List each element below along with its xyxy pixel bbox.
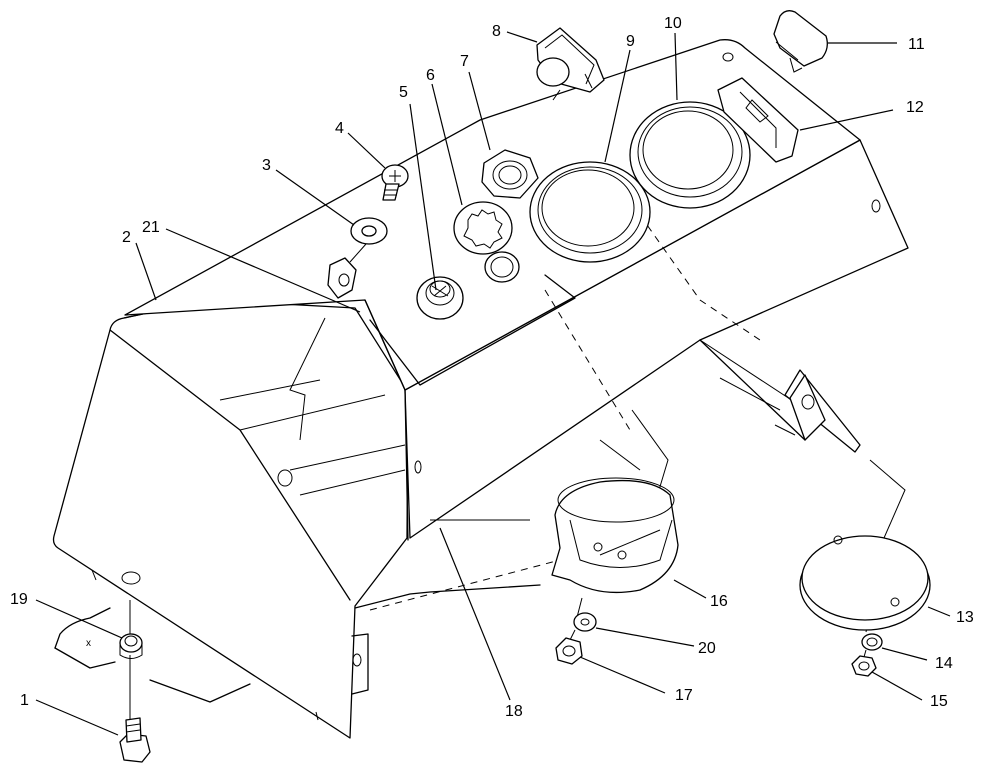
mounting-bracket (699, 339, 861, 453)
callout-3: 3 (262, 157, 271, 174)
screw-part-4 (381, 164, 409, 201)
leader-lines (35, 31, 951, 736)
callout-4: 4 (335, 120, 344, 137)
base-plate: x (54, 559, 561, 703)
spacer-part-19 (119, 633, 143, 659)
o-ring (484, 251, 520, 283)
gauge-part-9 (529, 161, 651, 263)
callout-19: 19 (10, 591, 28, 608)
callout-14: 14 (935, 655, 953, 672)
callout-1: 1 (20, 692, 29, 709)
callout-17: 17 (675, 687, 693, 704)
key-switch-part-8 (536, 27, 605, 101)
spring-part-5 (416, 276, 464, 320)
callout-16: 16 (710, 593, 728, 610)
callout-13: 13 (956, 609, 974, 626)
lamp-socket-part-16 (551, 477, 679, 594)
nut-part-17 (555, 637, 583, 665)
callout-10: 10 (664, 15, 682, 32)
panel-tab (327, 257, 357, 299)
callout-15: 15 (930, 693, 948, 710)
callout-11: 11 (908, 36, 925, 53)
fuse-holder-part-12 (717, 77, 799, 163)
side-housing-panel (52, 279, 409, 739)
nut-part-15 (851, 655, 877, 677)
hex-nut-part-7 (481, 149, 539, 199)
washer-part-3 (349, 217, 388, 263)
gauge-part-10 (629, 101, 751, 209)
callout-18: 18 (505, 703, 523, 720)
callout-21: 21 (142, 219, 160, 236)
callout-9: 9 (626, 33, 635, 50)
lockwasher-part-14 (861, 633, 883, 651)
callout-7: 7 (460, 53, 469, 70)
callout-20: 20 (698, 640, 716, 657)
fuse-part-11 (773, 10, 828, 73)
callout-5: 5 (399, 84, 408, 101)
callout-labels: 1 2 3 4 5 6 7 8 9 10 11 12 13 14 15 16 1… (10, 15, 974, 720)
callout-2: 2 (122, 229, 131, 246)
lockwasher-part-6 (453, 201, 513, 255)
callout-6: 6 (426, 67, 435, 84)
callout-8: 8 (492, 23, 501, 40)
cover-disk-part-13 (799, 535, 931, 631)
bolt-part-1 (119, 717, 151, 763)
callout-12: 12 (906, 99, 924, 116)
svg-text:x: x (86, 638, 91, 649)
washer-part-20 (573, 612, 597, 632)
